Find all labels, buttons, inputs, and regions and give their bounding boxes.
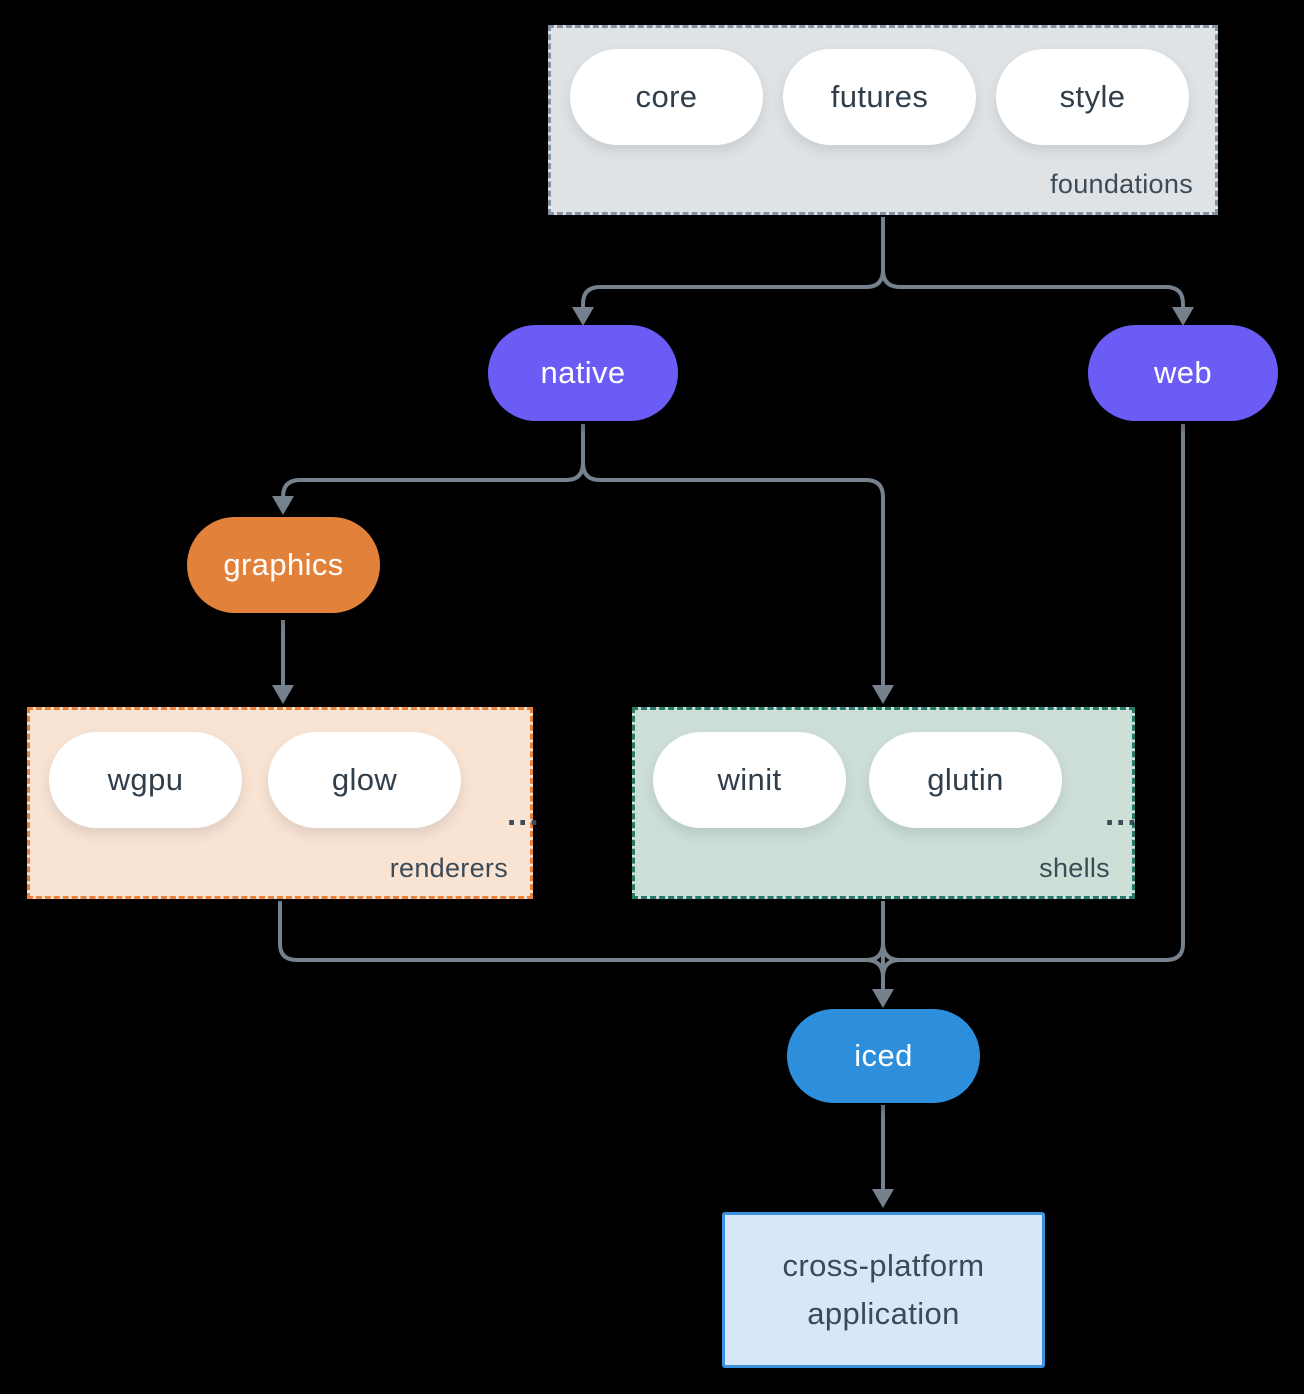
node-futures: futures <box>783 49 976 145</box>
node-glutin: glutin <box>869 732 1062 828</box>
node-web: web <box>1088 325 1278 421</box>
arrowhead-icon <box>572 307 594 326</box>
connector-foundations-web <box>881 269 1185 312</box>
connector-foundations-native <box>581 217 885 312</box>
node-iced: iced <box>787 1009 980 1103</box>
foundations-group-label: foundations <box>1050 169 1193 199</box>
node-futures-label: futures <box>830 79 929 114</box>
arrowhead-icon <box>872 989 894 1008</box>
arrowhead-icon <box>872 1189 894 1208</box>
node-iced-label: iced <box>854 1038 913 1073</box>
connector-native-graphics <box>281 424 585 501</box>
foundations-group: core futures style foundations <box>548 25 1218 215</box>
renderers-group: wgpu glow ... renderers <box>27 707 539 899</box>
application-label-line1: cross-platform <box>782 1248 985 1283</box>
node-web-label: web <box>1153 355 1213 390</box>
node-graphics: graphics <box>187 517 380 613</box>
shells-group-label: shells <box>1039 853 1110 883</box>
node-native-label: native <box>540 355 626 390</box>
shells-group: winit glutin ... shells <box>632 707 1137 899</box>
node-core-label: core <box>635 79 698 114</box>
node-winit-label: winit <box>717 762 782 797</box>
connector-native-shells <box>581 462 885 690</box>
arrowhead-icon <box>872 685 894 704</box>
node-glow-label: glow <box>331 762 398 797</box>
node-wgpu: wgpu <box>49 732 242 828</box>
renderers-group-label: renderers <box>389 853 508 883</box>
arrowhead-icon <box>1172 307 1194 326</box>
node-style: style <box>996 49 1189 145</box>
node-cross-platform-application: cross-platform application <box>722 1212 1045 1368</box>
application-label-line2: application <box>807 1296 960 1331</box>
node-style-label: style <box>1059 79 1126 114</box>
node-glow: glow <box>268 732 461 828</box>
node-wgpu-label: wgpu <box>107 762 184 797</box>
node-glutin-label: glutin <box>927 762 1004 797</box>
renderers-ellipsis: ... <box>507 795 541 832</box>
node-native: native <box>488 325 678 421</box>
shells-ellipsis: ... <box>1105 795 1139 832</box>
arrowhead-icon <box>272 496 294 515</box>
node-graphics-label: graphics <box>223 547 344 582</box>
node-core: core <box>570 49 763 145</box>
connector-renderers-iced <box>278 901 885 978</box>
node-winit: winit <box>653 732 846 828</box>
arrowhead-icon <box>272 685 294 704</box>
